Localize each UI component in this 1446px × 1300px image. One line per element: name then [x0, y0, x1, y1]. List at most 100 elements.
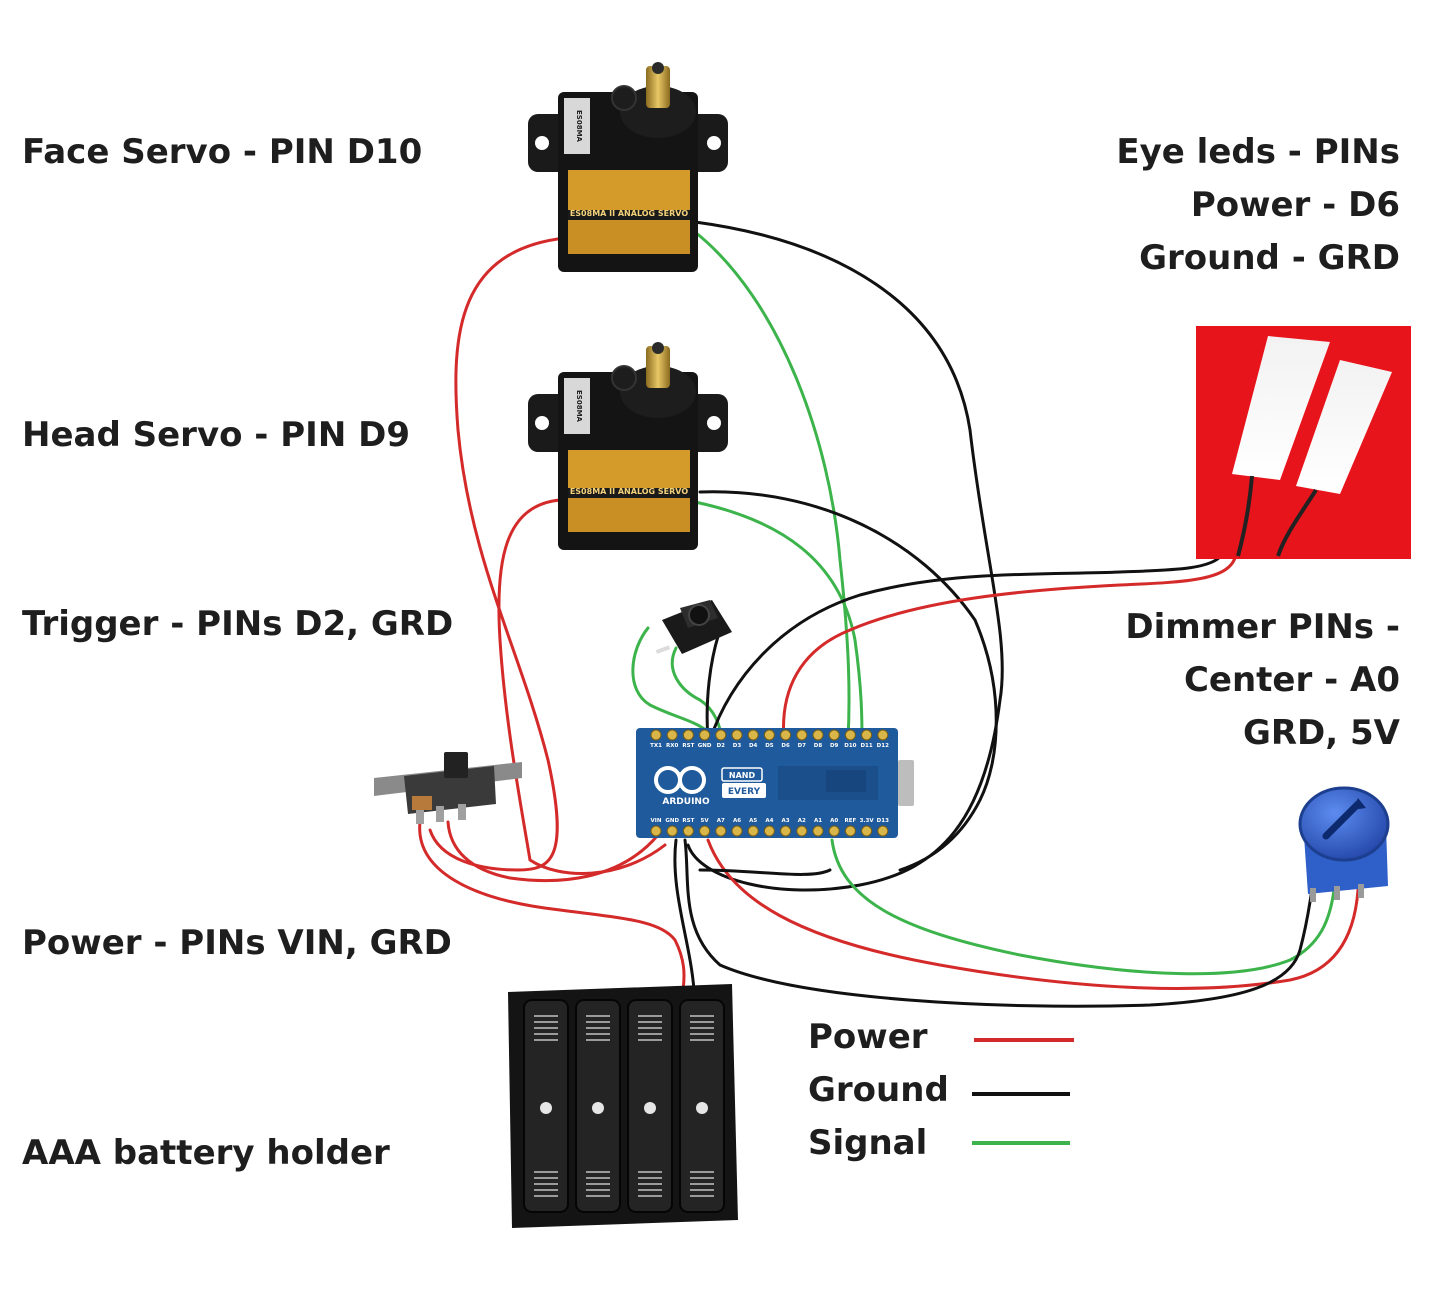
face-servo-label: Face Servo - PIN D10	[22, 132, 423, 172]
switch-battery-wire	[418, 820, 686, 992]
top-pin-label-d12: D12	[877, 743, 889, 749]
head-servo-label: Head Servo - PIN D9	[22, 415, 410, 455]
battery-label: AAA battery holder	[22, 1133, 390, 1173]
pot-power-wire	[706, 838, 1360, 990]
face-servo-signal-wire	[693, 230, 851, 742]
dimmer-label-line1: Dimmer PINs -	[1125, 607, 1400, 647]
bottom-pin-label-gnd: GND	[665, 818, 679, 824]
bottom-pin-label-a0: A0	[830, 818, 838, 824]
bottom-pin-pad-a6	[731, 825, 743, 837]
top-pin-label-tx1: TX1	[650, 743, 662, 749]
face-servo-text: ES08MA II ANALOG SERVO	[570, 209, 689, 218]
bottom-pin-pad-gnd	[666, 825, 678, 837]
trigger-label: Trigger - PINs D2, GRD	[22, 604, 454, 644]
dimmer-label-line2: Center - A0	[1183, 660, 1400, 700]
eye-leds	[1196, 326, 1411, 559]
bottom-pin-pad-vin	[650, 825, 662, 837]
face-servo-side-text: ES08MA	[575, 110, 583, 143]
dimmer-potentiometer	[1298, 786, 1390, 902]
trigger-signal-wire-2	[670, 646, 724, 742]
top-pin-pad-d12	[877, 729, 889, 741]
bottom-pin-pad-ref	[844, 825, 856, 837]
top-pin-label-d5: D5	[765, 743, 774, 749]
top-pin-pad-d2	[715, 729, 727, 741]
top-pin-label-d3: D3	[733, 743, 742, 749]
top-pin-label-d2: D2	[717, 743, 726, 749]
head-servo-side-text: ES08MA	[575, 390, 583, 423]
eye-led-right	[1296, 360, 1392, 494]
top-pin-label-d7: D7	[798, 743, 807, 749]
top-pin-pad-gnd	[699, 729, 711, 741]
pot-ground-wire	[683, 838, 1314, 1008]
board-model-top: NAND	[729, 771, 756, 780]
battery-slot-hole	[696, 1102, 708, 1114]
top-pin-label-d6: D6	[781, 743, 790, 749]
power-switch	[374, 752, 522, 824]
top-pin-pad-tx1	[650, 729, 662, 741]
switch-power-wire	[446, 820, 660, 883]
bottom-pin-label-a4: A4	[765, 818, 773, 824]
eye-leds-label-line2: Power - D6	[1190, 185, 1400, 225]
top-pin-label-rst: RST	[682, 743, 694, 749]
battery-slot-hole	[592, 1102, 604, 1114]
face-servo-ground-wire	[686, 220, 1004, 892]
aaa-battery-holder	[508, 984, 738, 1228]
bottom-pin-pad-a1	[812, 825, 824, 837]
trigger-ground-wire	[705, 628, 722, 742]
top-pin-pad-rst	[682, 729, 694, 741]
bottom-pin-label-ref: REF	[845, 818, 857, 824]
head-servo-ground-wire	[698, 490, 998, 872]
battery-slot-hole	[644, 1102, 656, 1114]
top-pin-label-d11: D11	[860, 743, 872, 749]
eye-leds-label-line1: Eye leds - PINs	[1116, 132, 1400, 172]
top-pin-pad-d8	[812, 729, 824, 741]
legend-power-label: Power	[808, 1017, 928, 1057]
power-label: Power - PINs VIN, GRD	[22, 923, 452, 963]
top-pin-pad-d9	[828, 729, 840, 741]
face-servo-output-shaft	[646, 66, 670, 108]
bottom-pin-pad-d13	[877, 825, 889, 837]
top-pin-label-d8: D8	[814, 743, 823, 749]
top-pin-pad-d7	[796, 729, 808, 741]
board-ground-loop-wire	[708, 553, 1224, 742]
bottom-pin-label-rst: RST	[682, 818, 694, 824]
top-pin-pad-d3	[731, 729, 743, 741]
face-servo: ES08MA II ANALOG SERVO ES08MA	[528, 62, 728, 272]
bottom-pin-pad-a4	[763, 825, 775, 837]
head-servo-signal-wire	[693, 500, 864, 742]
dimmer-label-line3: GRD, 5V	[1242, 713, 1400, 753]
head-servo-power-wire	[497, 498, 667, 875]
bottom-pin-pad-5v	[699, 825, 711, 837]
bottom-pin-label-5v: 5V	[701, 818, 710, 824]
arduino-board	[636, 728, 898, 838]
led-power-wire	[782, 553, 1238, 742]
top-pin-pad-d6	[780, 729, 792, 741]
pot-ground-wire-2	[698, 868, 832, 876]
top-pin-pad-rx0	[666, 729, 678, 741]
top-pin-pad-d4	[747, 729, 759, 741]
bottom-pin-pad-33v	[861, 825, 873, 837]
top-pin-pad-d11	[861, 729, 873, 741]
bottom-pin-pad-a3	[780, 825, 792, 837]
top-pin-label-d10: D10	[844, 743, 856, 749]
legend-ground-label: Ground	[808, 1070, 949, 1110]
trigger-signal-wire	[631, 626, 718, 742]
bottom-pin-label-a5: A5	[749, 818, 757, 824]
board-model-bottom: EVERY	[728, 787, 761, 797]
top-pin-label-gnd: GND	[698, 743, 712, 749]
bottom-pin-label-a7: A7	[717, 818, 725, 824]
trigger-button	[655, 600, 732, 654]
battery-slot-hole	[540, 1102, 552, 1114]
top-pin-pad-d5	[763, 729, 775, 741]
bottom-pin-label-33v: 3.3V	[860, 818, 875, 824]
pot-knob	[1298, 786, 1390, 862]
bottom-pin-label-a3: A3	[782, 818, 790, 824]
eye-leds-label-line3: Ground - GRD	[1139, 238, 1400, 278]
face-servo-power-wire	[428, 236, 567, 872]
bottom-pin-label-a2: A2	[798, 818, 806, 824]
head-servo: ES08MA II ANALOG SERVO ES08MA	[528, 342, 728, 550]
arduino-logo-text: ARDUINO	[662, 797, 710, 807]
